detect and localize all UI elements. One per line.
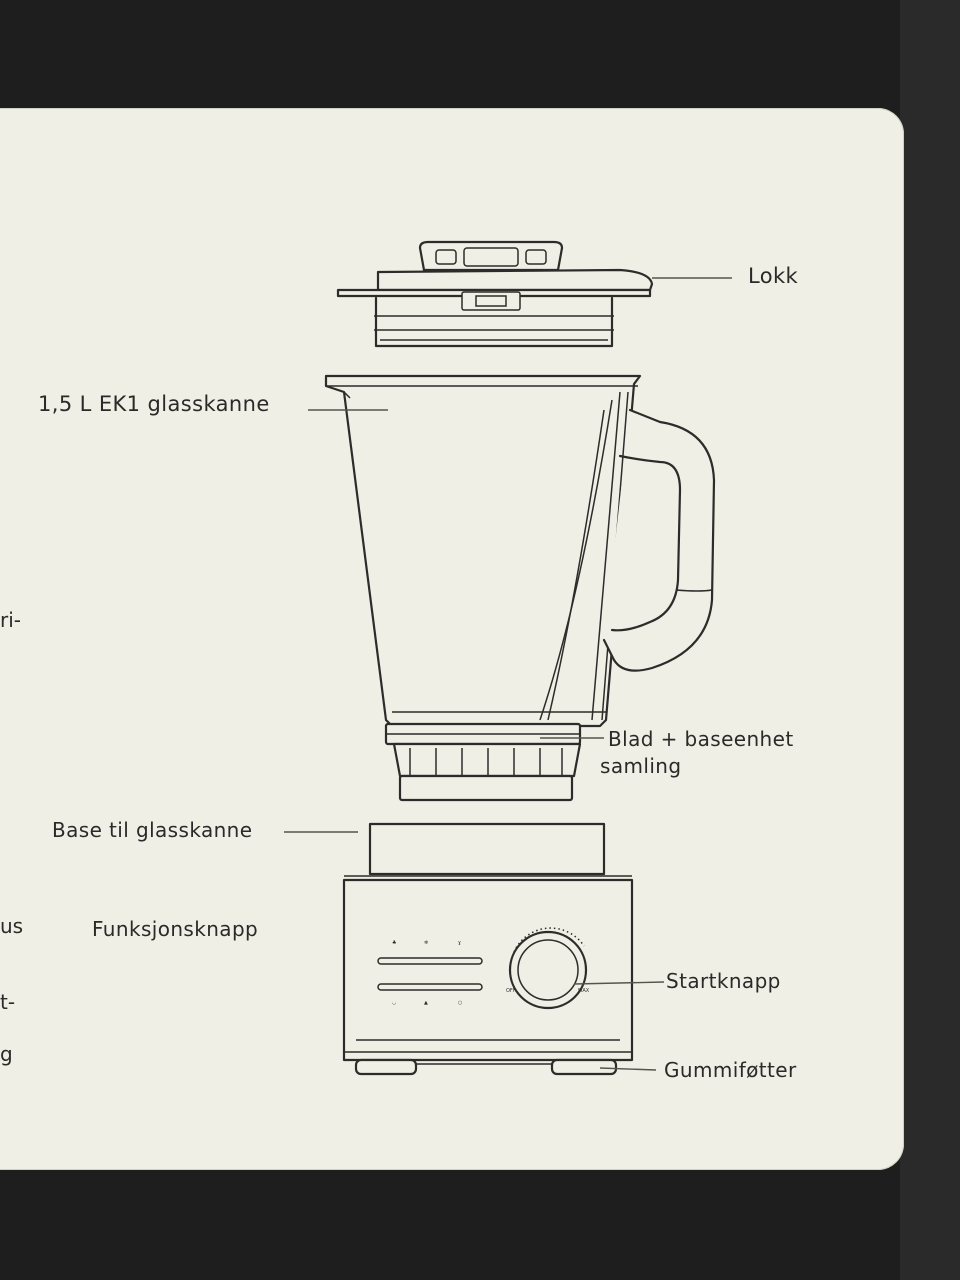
label-blade-assembly-line1: Blad + baseenhet — [608, 727, 794, 751]
vegetable-icon: ɣ — [458, 940, 461, 946]
pulse-icon: ▲ — [424, 1000, 428, 1006]
motor-base-drawing: ♣ ❄ ɣ ◡ ▲ ○ OFF MAX — [342, 822, 634, 1076]
blade-assembly-drawing — [384, 722, 582, 802]
svg-text:OFF: OFF — [506, 988, 516, 994]
ice-crush-icon: ❄ — [424, 940, 428, 946]
smoothie-icon: ♣ — [392, 940, 396, 946]
label-lid: Lokk — [748, 264, 799, 288]
label-rubber-feet: Gummiføtter — [664, 1058, 797, 1082]
label-blade-assembly-line2: samling — [600, 754, 682, 778]
svg-text:MAX: MAX — [578, 988, 590, 994]
label-function-button: Funksjonsknapp — [92, 917, 259, 941]
lid-drawing — [336, 240, 654, 348]
mode-icons: ♣ ❄ ɣ ◡ ▲ ○ — [392, 940, 462, 1006]
cut-off-text: ri- — [0, 608, 21, 632]
label-jar-base: Base til glasskanne — [52, 818, 253, 842]
stop-icon: ○ — [458, 1000, 462, 1006]
glass-jar-drawing — [324, 374, 716, 728]
soup-icon: ◡ — [392, 1000, 396, 1006]
cut-off-text: g — [0, 1042, 13, 1066]
label-glass-jar: 1,5 L EK1 glasskanne — [38, 392, 270, 416]
cut-off-text: us — [0, 914, 24, 938]
label-start-button: Startknapp — [666, 969, 781, 993]
cut-off-text: t- — [0, 990, 16, 1014]
